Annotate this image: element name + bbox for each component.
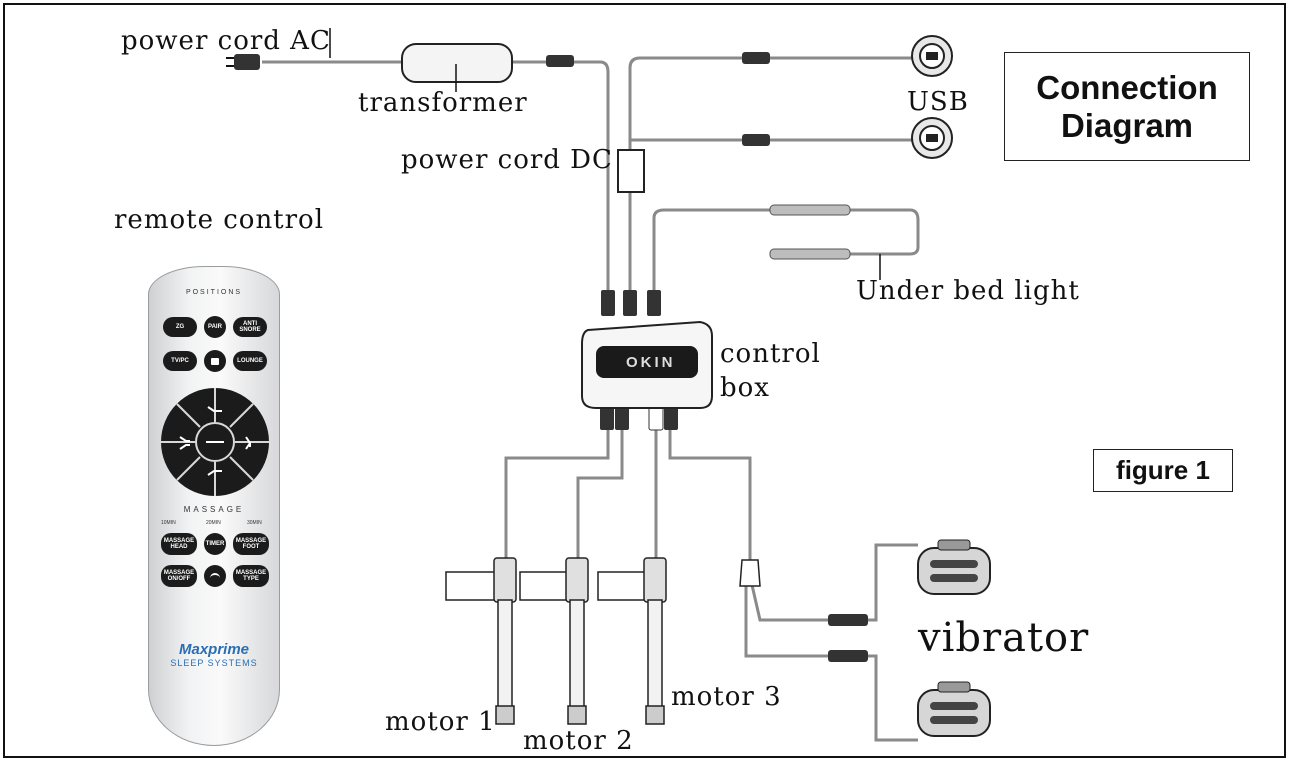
motor1-wire [504,428,610,560]
motor-2-icon [519,557,589,725]
diagram-title: Connection Diagram [1004,52,1250,161]
power-cord-ac-label: power cord AC [121,26,331,56]
remote-brand: Maxprime SLEEP SYSTEMS [149,641,279,668]
head-down-icon [207,470,222,476]
motor-1-label: motor 1 [385,707,496,737]
vibrator-wire [668,428,752,560]
vib-connector-2 [828,650,868,662]
control-box-label-line1: control [720,339,821,369]
vib-connector-1 [828,614,868,626]
remote-lounge-button[interactable]: LOUNGE [233,351,267,371]
under-bed-light-label: Under bed light [856,276,1080,306]
brand-name: Maxprime [178,641,250,658]
remote-position-dpad[interactable] [160,387,270,497]
light-strip-1 [769,204,851,216]
vibrator-2-icon [917,681,991,737]
control-box-icon [581,320,713,409]
control-box-label-line2: box [720,373,770,403]
brand-subtitle: SLEEP SYSTEMS [170,658,258,668]
remote-tvpc-button[interactable]: TV/PC [163,351,197,371]
remote-light-button[interactable] [204,565,226,587]
remote-positions-label: POSITIONS [185,289,243,296]
motor-3-label: motor 3 [671,682,782,712]
power-cord-dc-wire [512,60,610,290]
remote-lock-button[interactable] [204,350,226,372]
diagram-frame [3,3,1286,758]
remote-massage-head-button[interactable]: MASSAGE HEAD [161,533,197,555]
motor-1-icon [445,557,517,725]
usb-wire-1 [628,56,912,290]
remote-zg-button[interactable]: ZG [163,317,197,337]
remote-control: POSITIONS ZG PAIR ANTI SNORE TV/PC LOUNG… [148,266,280,746]
vibrator-branch-1 [750,543,918,622]
transformer-label: transformer [358,88,528,118]
usb-connector-1 [742,52,770,64]
foot-down-icon [245,442,251,450]
vibrator-1-icon [917,539,991,595]
vibrator-branch-2 [744,585,918,742]
remote-massage-onoff-button[interactable]: MASSAGE ON/OFF [161,565,197,587]
power-cord-dc-label: power cord DC [401,145,613,175]
ac-plug [234,54,260,70]
control-box-brand: OKIN [626,354,676,371]
lock-icon [211,357,219,365]
figure-label: figure 1 [1093,449,1233,492]
remote-timer-30: 30MIN [247,520,262,526]
motor2-wire [576,428,624,560]
remote-massage-type-button[interactable]: MASSAGE TYPE [233,565,269,587]
remote-massage-foot-button[interactable]: MASSAGE FOOT [233,533,269,555]
motor-2-label: motor 2 [523,726,634,756]
vibrator-splitter-icon [739,559,761,587]
light-icon [210,573,220,579]
remote-pair-button[interactable]: PAIR [204,316,226,338]
back-up-icon [179,436,190,442]
transformer-icon [401,43,513,83]
usb-label: USB [907,87,969,117]
head-up-icon [207,406,222,412]
back-down-icon [179,444,190,450]
remote-anti-snore-button[interactable]: ANTI SNORE [233,317,267,337]
usb-socket-1-icon [911,35,953,77]
motor-3-icon [597,557,667,725]
vibrator-label: vibrator [918,615,1090,661]
remote-control-label: remote control [114,205,325,235]
usb-connector-2 [742,134,770,146]
remote-timer-20: 20MIN [206,520,221,526]
remote-massage-label: MASSAGE [183,505,245,514]
usb-socket-2-icon [911,117,953,159]
light-wire [652,208,920,290]
dc-connector [546,55,574,67]
remote-timer-10: 10MIN [161,520,176,526]
remote-timer-button[interactable]: TIMER [204,533,226,555]
light-strip-2 [769,248,851,260]
splitter-icon [617,149,645,193]
